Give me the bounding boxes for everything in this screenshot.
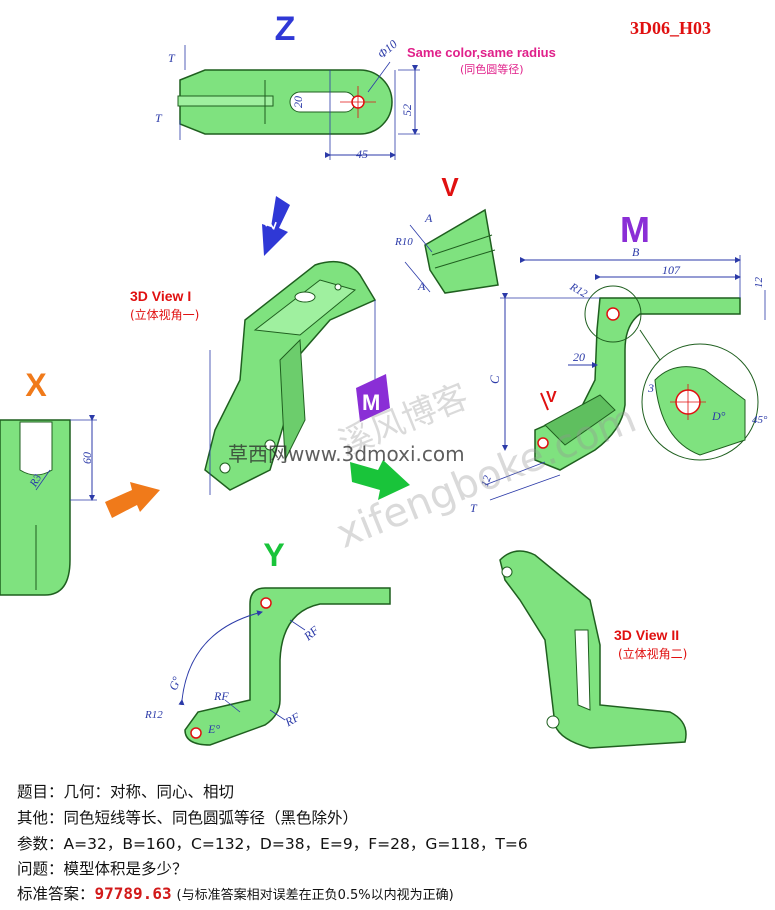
dim-60: 60 bbox=[80, 452, 94, 464]
view1-title: 3D View I bbox=[130, 288, 192, 304]
v-direction-arrow-icon bbox=[540, 392, 549, 411]
dim-r12-y: R12 bbox=[144, 709, 163, 721]
info-params: 参数：A=32，B=160，C=132，D=38，E=9，F=28，G=118，… bbox=[17, 835, 528, 853]
info-other: 其他：同色短线等长、同色圆弧等径（黑色除外） bbox=[17, 809, 359, 827]
answer-label: 标准答案： bbox=[17, 885, 95, 903]
color-note-subtitle: (同色圆等径) bbox=[460, 63, 524, 76]
watermark-site: 草西网www.3dmoxi.com bbox=[228, 442, 465, 466]
dim-r12-m: R12 bbox=[567, 280, 590, 300]
answer-note: (与标准答案相对误差在正负0.5%以内视为正确) bbox=[176, 888, 454, 903]
dim-a-lower: A bbox=[417, 279, 426, 293]
dim-e: E° bbox=[207, 722, 220, 736]
dim-rf-left: RF bbox=[213, 689, 229, 703]
dim-20-m: 20 bbox=[573, 350, 585, 364]
y-arrow-icon bbox=[350, 460, 410, 500]
dim-a-upper: A bbox=[424, 211, 433, 225]
dim-12-bottom: 12 bbox=[479, 474, 494, 489]
m-cube-icon bbox=[356, 374, 390, 422]
x-side-view bbox=[0, 415, 97, 596]
dim-c: C bbox=[487, 375, 502, 384]
dim-t-lower: T bbox=[155, 111, 163, 125]
m-detail-view bbox=[484, 255, 766, 501]
m-view-letter: M bbox=[620, 209, 650, 250]
dim-phi10: Φ10 bbox=[375, 37, 400, 61]
dim-g: G° bbox=[166, 675, 184, 693]
info-answer: 标准答案：97789.63 (与标准答案相对误差在正负0.5%以内视为正确) bbox=[17, 882, 454, 904]
dim-rf-right: RF bbox=[282, 709, 303, 729]
v-view-letter: V bbox=[441, 172, 459, 202]
3d-view-2-model bbox=[499, 550, 687, 749]
v-detail-view bbox=[404, 208, 499, 294]
dim-3: 3 bbox=[647, 381, 654, 395]
m-cube-letter: M bbox=[362, 390, 380, 415]
dim-45: 45 bbox=[356, 147, 368, 161]
drawing-code: 3D06_H03 bbox=[630, 18, 711, 38]
view2-subtitle: (立体视角二) bbox=[618, 647, 688, 661]
color-note-title: Same color,same radius bbox=[407, 45, 556, 60]
z-view-letter: Z bbox=[275, 10, 296, 48]
3d-view-1-model bbox=[204, 260, 377, 495]
z-arrow-icon bbox=[262, 196, 290, 256]
dim-107: 107 bbox=[662, 263, 681, 277]
dim-d: D° bbox=[711, 409, 726, 423]
z-top-view bbox=[177, 45, 420, 160]
x-arrow-icon bbox=[105, 482, 160, 518]
view2-title: 3D View II bbox=[614, 627, 680, 643]
dim-rf-upper: RF bbox=[300, 623, 322, 644]
dim-t-upper: T bbox=[168, 51, 176, 65]
dim-20-top: 20 bbox=[291, 96, 305, 108]
view1-subtitle: (立体视角一) bbox=[130, 308, 200, 322]
dim-52: 52 bbox=[400, 104, 414, 116]
dim-b: B bbox=[632, 245, 640, 259]
y-view-letter: Y bbox=[263, 537, 284, 573]
info-question: 问题：模型体积是多少？ bbox=[17, 860, 188, 878]
y-front-view bbox=[178, 587, 391, 746]
dim-45deg: 45° bbox=[752, 414, 768, 426]
info-topic: 题目：几何：对称、同心、相切 bbox=[17, 783, 235, 801]
dim-12-right: 12 bbox=[753, 277, 765, 289]
x-view-letter: X bbox=[25, 367, 47, 403]
dim-r10: R10 bbox=[394, 236, 413, 248]
dim-t-m: T bbox=[470, 501, 478, 515]
dim-r3: R3 bbox=[27, 472, 44, 490]
answer-value: 97789.63 bbox=[94, 884, 172, 903]
v-direction-letter: V bbox=[546, 389, 557, 406]
